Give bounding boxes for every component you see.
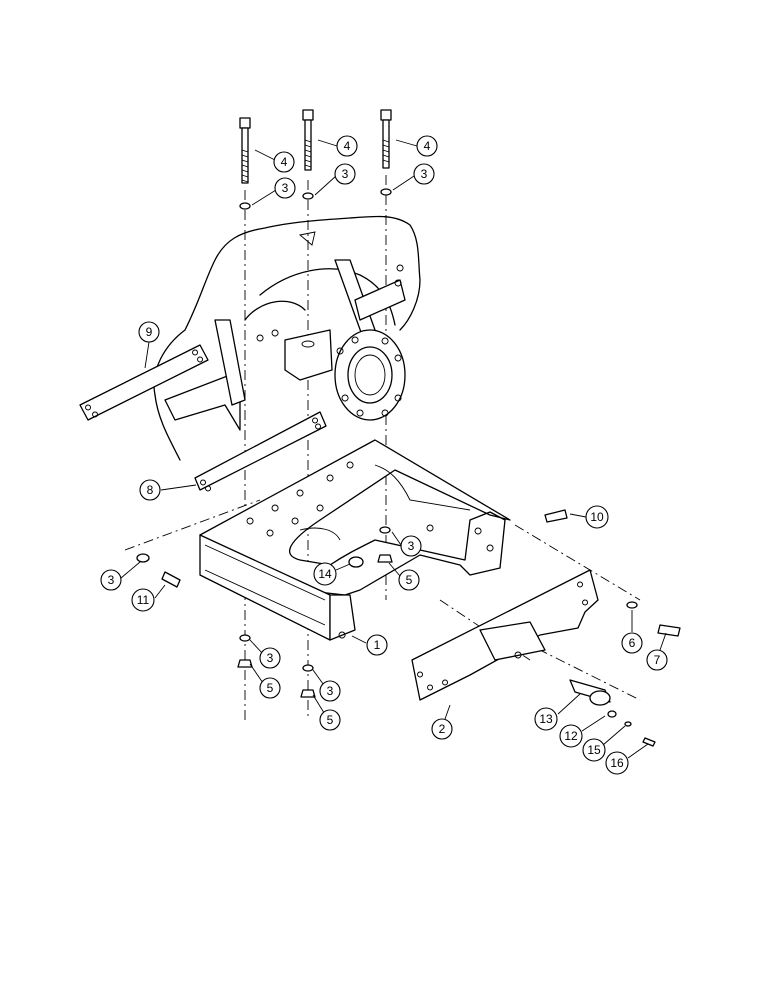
callout-7: 7: [646, 649, 668, 671]
callout-4b: 4: [336, 135, 358, 157]
axle-housing: [153, 215, 421, 461]
svg-text:14: 14: [318, 567, 332, 581]
callout-3d: 3: [400, 535, 422, 557]
strap-9: [79, 344, 209, 421]
callout-13: 13: [534, 707, 558, 731]
svg-text:16: 16: [610, 756, 624, 770]
callout-8: 8: [139, 479, 161, 501]
svg-text:2: 2: [439, 722, 446, 736]
callout-11: 11: [131, 588, 155, 612]
frame-1: [199, 439, 511, 641]
leader-lines: [120, 139, 667, 759]
callout-16: 16: [605, 751, 629, 775]
svg-text:3: 3: [282, 181, 289, 195]
callout-9: 9: [138, 321, 160, 343]
callout-15: 15: [582, 738, 606, 762]
strap-8: [194, 411, 327, 492]
svg-text:1: 1: [374, 638, 381, 652]
svg-text:4: 4: [424, 139, 431, 153]
svg-text:3: 3: [421, 167, 428, 181]
callout-5a: 5: [398, 569, 420, 591]
callout-12: 12: [559, 724, 583, 748]
callout-5b: 5: [259, 677, 281, 699]
svg-text:4: 4: [344, 139, 351, 153]
callout-3c: 3: [413, 163, 435, 185]
callout-2: 2: [431, 718, 453, 740]
bolt-right: [380, 109, 392, 169]
svg-text:4: 4: [281, 155, 288, 169]
svg-text:3: 3: [342, 167, 349, 181]
callout-10: 10: [585, 505, 609, 529]
hardware-parts: [136, 509, 681, 747]
svg-text:11: 11: [137, 593, 150, 607]
callout-4c: 4: [416, 135, 438, 157]
bolt-left: [239, 117, 251, 184]
svg-text:3: 3: [267, 651, 274, 665]
bolt-middle: [302, 109, 314, 171]
callout-6: 6: [621, 632, 643, 654]
callout-3g: 3: [319, 680, 341, 702]
svg-text:3: 3: [108, 573, 115, 587]
svg-text:5: 5: [406, 573, 413, 587]
svg-text:5: 5: [267, 681, 274, 695]
rail-2: [411, 569, 599, 701]
callout-3f: 3: [259, 647, 281, 669]
svg-text:9: 9: [146, 325, 153, 339]
svg-text:13: 13: [539, 712, 553, 726]
svg-text:7: 7: [654, 653, 661, 667]
callout-3b: 3: [334, 163, 356, 185]
washers-top: [239, 188, 392, 210]
callout-4a: 4: [273, 151, 295, 173]
svg-text:3: 3: [408, 539, 415, 553]
callout-5c: 5: [319, 709, 341, 731]
callout-3e: 3: [100, 569, 122, 591]
callout-14: 14: [313, 562, 337, 586]
svg-text:10: 10: [590, 510, 604, 524]
callout-1: 1: [366, 634, 388, 656]
callouts: 4 4 4 3 3 3 9 8 10 3 14 5 3 11 6 7 1 3 5…: [100, 135, 668, 775]
svg-text:3: 3: [327, 684, 334, 698]
svg-text:8: 8: [147, 483, 154, 497]
callout-3a: 3: [274, 177, 296, 199]
svg-text:6: 6: [629, 636, 636, 650]
svg-text:12: 12: [564, 729, 578, 743]
svg-text:15: 15: [587, 743, 601, 757]
svg-text:5: 5: [327, 713, 334, 727]
